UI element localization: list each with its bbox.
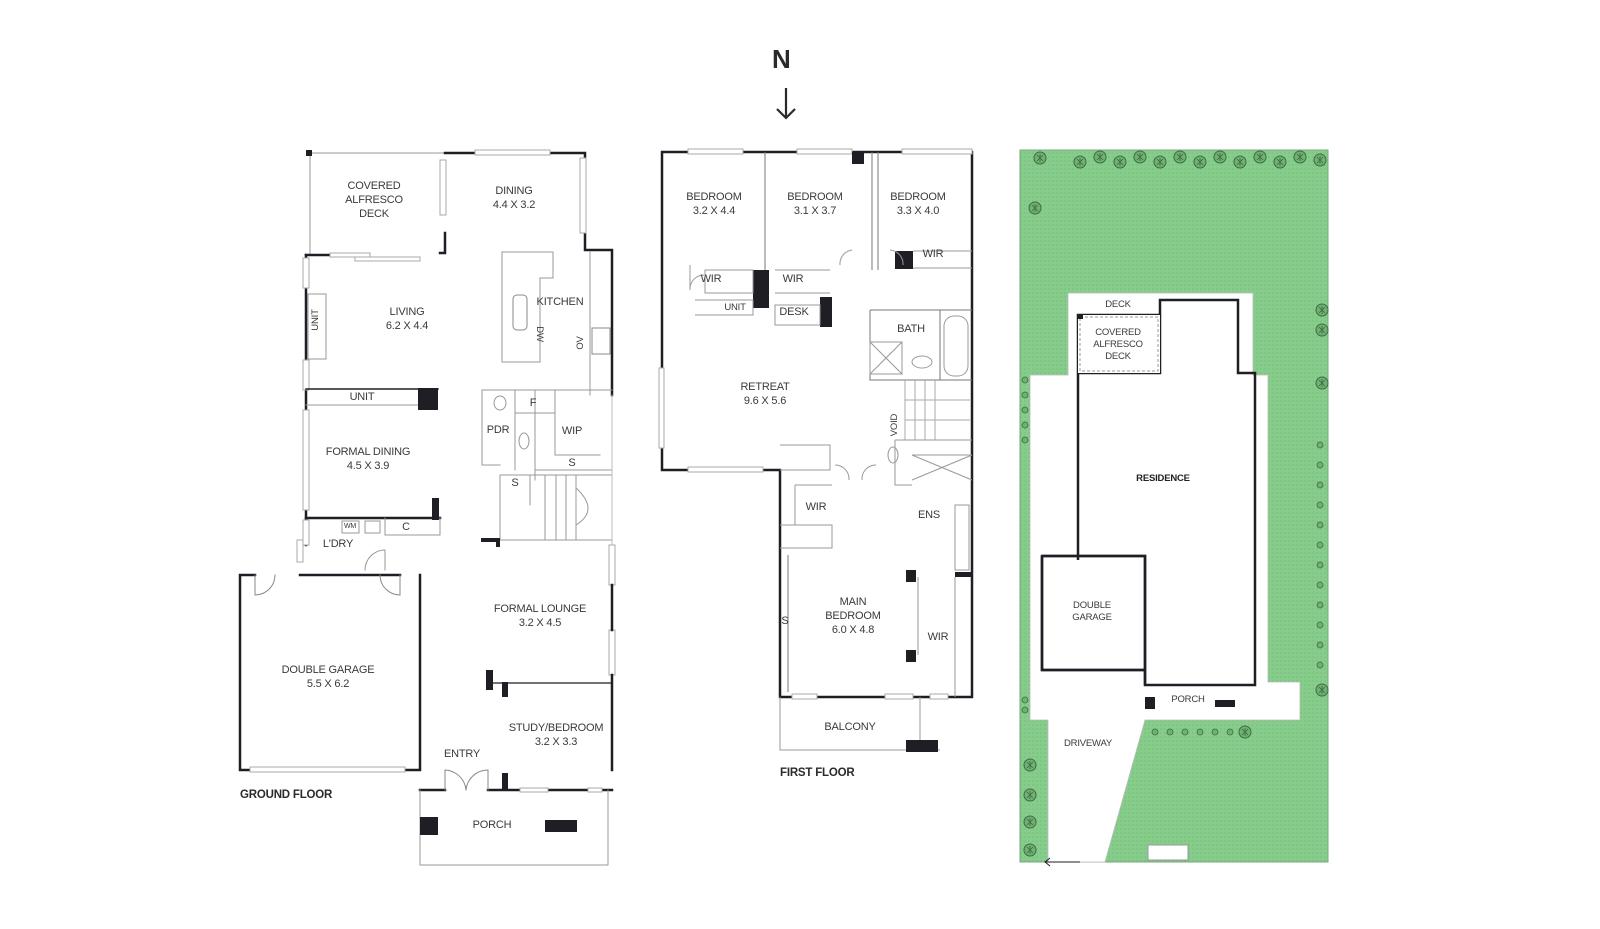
label-void: VOID <box>889 413 900 437</box>
arrow-down-icon <box>776 88 796 120</box>
room-bedroom-2: BEDROOM 3.1 X 3.7 <box>787 191 843 217</box>
north-label: N <box>772 44 791 74</box>
room-formal-lounge: FORMAL LOUNGE 3.2 X 4.5 <box>493 603 587 629</box>
label-dw: DW <box>534 326 545 342</box>
room-f: F <box>529 397 537 409</box>
room-wir-1: WIR <box>700 273 722 285</box>
label-s-first: S <box>781 615 789 627</box>
room-dining: DINING 4.4 X 3.2 <box>492 185 536 211</box>
first-floor-title: FIRST FLOOR <box>780 767 855 779</box>
room-main-bedroom: MAIN BEDROOM 6.0 X 4.8 <box>825 596 881 636</box>
label-s-upper: S <box>568 457 576 469</box>
room-balcony: BALCONY <box>824 721 876 733</box>
label-ov: OV <box>575 336 586 350</box>
label-s-lower: S <box>511 477 519 489</box>
room-wir-5: WIR <box>927 631 949 643</box>
room-double-garage: DOUBLE GARAGE 5.5 X 6.2 <box>281 664 375 690</box>
site-residence: RESIDENCE <box>1136 473 1190 484</box>
room-formal-dining: FORMAL DINING 4.5 X 3.9 <box>325 446 411 472</box>
room-bedroom-3: BEDROOM 3.3 X 4.0 <box>890 191 946 217</box>
site-double-garage: DOUBLE GARAGE <box>1072 600 1112 623</box>
room-ensuite: ENS <box>917 509 941 521</box>
site-deck: DECK <box>1105 299 1131 310</box>
ground-floor-plan <box>238 149 616 866</box>
label-c: C <box>402 521 410 533</box>
label-unit-first: UNIT <box>724 302 746 313</box>
room-bath: BATH <box>897 323 925 335</box>
site-plan <box>1019 149 1329 867</box>
room-laundry: L'DRY <box>322 538 354 550</box>
room-bedroom-1: BEDROOM 3.2 X 4.4 <box>686 191 742 217</box>
room-wir-4: WIR <box>805 501 827 513</box>
room-wir-3: WIR <box>922 248 944 260</box>
site-porch: PORCH <box>1171 694 1205 705</box>
ground-floor-title: GROUND FLOOR <box>240 789 333 801</box>
room-study-bedroom: STUDY/BEDROOM 3.2 X 3.3 <box>508 722 604 748</box>
site-driveway: DRIVEWAY <box>1063 738 1113 749</box>
room-kitchen: KITCHEN <box>536 296 584 308</box>
room-entry: ENTRY <box>443 748 481 760</box>
first-floor-plan <box>658 148 974 752</box>
room-pdr: PDR <box>486 424 510 436</box>
room-retreat: RETREAT 9.6 X 5.6 <box>740 381 790 407</box>
room-living: LIVING 6.2 X 4.4 <box>385 306 429 332</box>
room-covered-alfresco-deck: COVERED ALFRESCO DECK <box>345 180 403 220</box>
room-wir-2: WIR <box>782 273 804 285</box>
label-wm: WM <box>343 523 357 530</box>
label-unit-vertical: UNIT <box>310 309 321 331</box>
label-unit-horizontal: UNIT <box>349 391 375 403</box>
site-covered-alfresco: COVERED ALFRESCO DECK <box>1093 327 1143 362</box>
label-desk: DESK <box>779 306 809 318</box>
room-porch: PORCH <box>472 819 512 831</box>
room-wip: WIP <box>561 425 583 437</box>
